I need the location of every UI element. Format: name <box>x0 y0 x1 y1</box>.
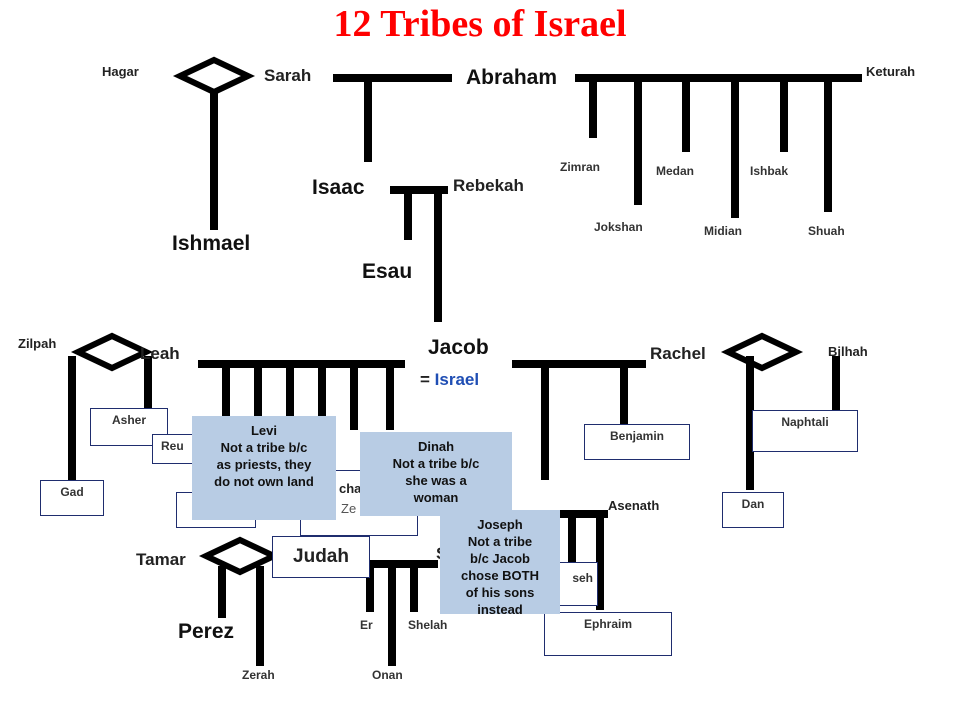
tribe-box-ephraim: Ephraim <box>544 612 672 656</box>
label-midian: Midian <box>704 224 742 238</box>
tribe-box-dan: Dan <box>722 492 784 528</box>
note-joseph-line: Joseph <box>477 517 523 532</box>
note-dinah-line: she was a <box>405 473 467 488</box>
israel-name: Israel <box>434 370 480 389</box>
label-shelah: Shelah <box>408 618 448 632</box>
note-joseph-line: Not a tribe <box>467 534 533 549</box>
label-ishbak: Ishbak <box>750 164 789 178</box>
note-levi-line: do not own land <box>214 474 314 489</box>
equals-sign: = <box>420 370 430 389</box>
label-leah: Leah <box>140 344 180 363</box>
note-levi: Levi Not a tribe b/c as priests, they do… <box>192 416 336 520</box>
label-zimran: Zimran <box>560 160 601 174</box>
label-onan: Onan <box>372 668 403 682</box>
tribe-issachar-partial: cha <box>339 481 362 496</box>
label-jokshan: Jokshan <box>594 220 643 234</box>
label-ishmael: Ishmael <box>172 232 251 255</box>
label-hagar: Hagar <box>102 64 139 79</box>
label-asenath: Asenath <box>608 498 660 513</box>
label-rebekah: Rebekah <box>453 176 524 195</box>
label-sarah: Sarah <box>264 66 312 85</box>
marriage-diamond-hagar <box>172 56 256 96</box>
label-rachel: Rachel <box>650 344 706 363</box>
note-dinah-line: woman <box>413 490 459 505</box>
label-zerah: Zerah <box>242 668 275 682</box>
label-abraham: Abraham <box>466 66 558 89</box>
tribe-box-benjamin: Benjamin <box>584 424 690 460</box>
tribe-box-judah: Judah <box>272 536 370 578</box>
note-joseph-line: b/c Jacob <box>470 551 530 566</box>
label-er: Er <box>360 618 373 632</box>
label-isaac: Isaac <box>312 176 365 199</box>
tribe-zebulun-partial: Ze <box>341 501 357 516</box>
tribe-box-naphtali: Naphtali <box>752 410 858 452</box>
label-perez: Perez <box>178 620 235 643</box>
note-dinah: Dinah Not a tribe b/c she was a woman <box>360 432 512 516</box>
note-joseph-line: instead <box>477 602 523 617</box>
note-joseph-line: of his sons <box>465 585 535 600</box>
label-medan: Medan <box>656 164 695 178</box>
note-levi-line: as priests, they <box>216 457 312 472</box>
label-zilpah: Zilpah <box>18 336 57 351</box>
note-levi-line: Levi <box>250 423 277 438</box>
tribe-box-gad: Gad <box>40 480 104 516</box>
marriage-diamond-bilhah <box>720 332 804 372</box>
label-shuah: Shuah <box>808 224 845 238</box>
note-joseph-line: chose BOTH <box>460 568 539 583</box>
note-joseph: Joseph Not a tribe b/c Jacob chose BOTH … <box>440 510 560 617</box>
label-israel: = Israel <box>420 370 479 390</box>
note-dinah-line: Not a tribe b/c <box>392 456 480 471</box>
label-bilhah: Bilhah <box>828 344 868 359</box>
label-jacob: Jacob <box>428 336 489 359</box>
note-dinah-line: Dinah <box>417 439 455 454</box>
label-tamar: Tamar <box>136 550 186 569</box>
label-esau: Esau <box>362 260 413 283</box>
note-levi-line: Not a tribe b/c <box>220 440 308 455</box>
label-keturah: Keturah <box>866 64 916 79</box>
page-title: 12 Tribes of Israel <box>333 3 627 45</box>
marriage-diamond-tamar <box>198 536 282 576</box>
marriage-diamond-zilpah <box>70 332 154 372</box>
